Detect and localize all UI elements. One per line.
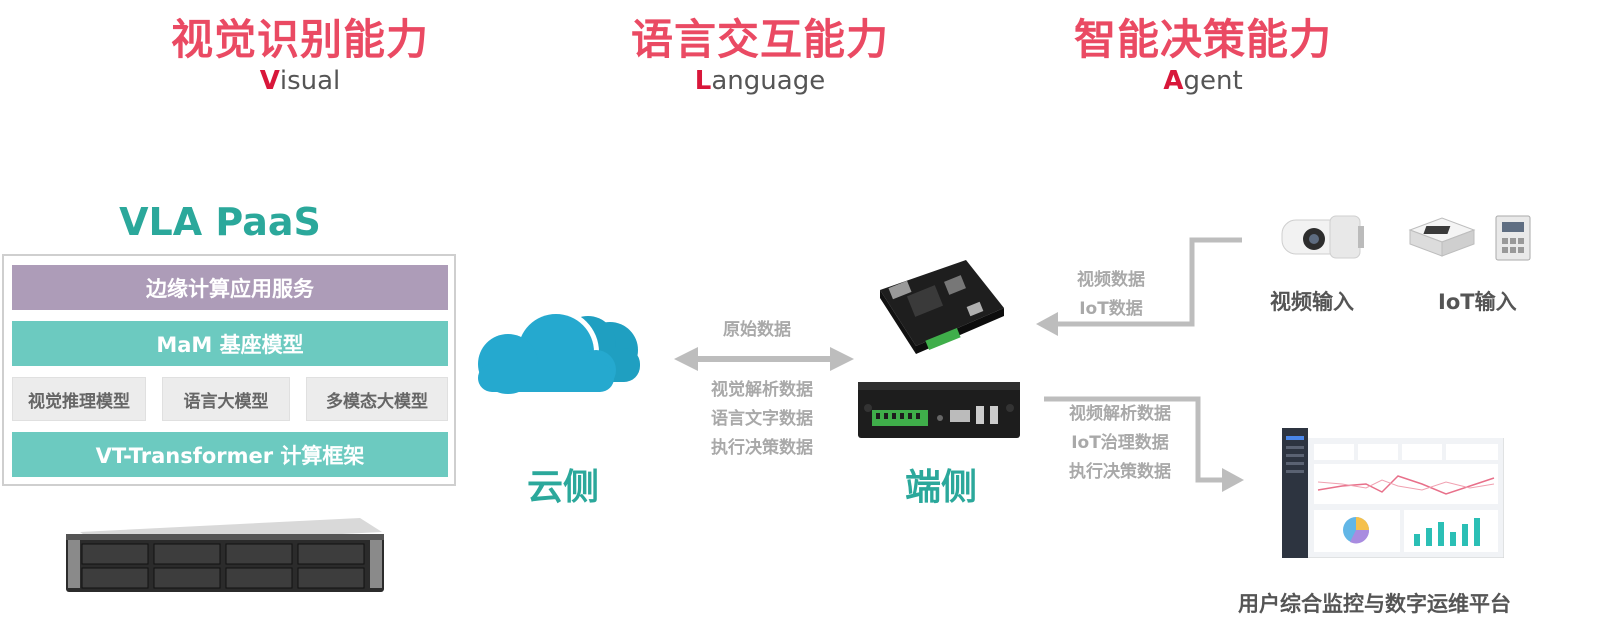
layer-compute-framework: VT-Transformer 计算框架 xyxy=(12,432,448,477)
subtitle-rest: anguage xyxy=(711,66,826,96)
capability-title-agent: 智能决策能力 xyxy=(1073,15,1332,64)
dashboard-screenshot-image xyxy=(1282,428,1504,558)
paas-title: VLA PaaS xyxy=(119,200,321,244)
output-arrow-icon xyxy=(1044,396,1244,492)
dev-board-image xyxy=(880,260,1004,354)
cloud-edge-data-list: 视觉解析数据 语言文字数据 执行决策数据 xyxy=(700,376,824,463)
model-language-large: 语言大模型 xyxy=(162,377,290,421)
iot-panel-icon xyxy=(1495,215,1531,261)
bidirectional-arrow-icon xyxy=(674,347,854,371)
input-arrow-icon xyxy=(1036,237,1242,336)
iot-input-label: IoT输入 xyxy=(1438,290,1517,314)
capability-subtitle-agent: Agent xyxy=(1043,66,1363,96)
input-data-list: 视频数据 IoT数据 xyxy=(1056,266,1166,324)
visual-parsed-data-label: 视觉解析数据 xyxy=(711,380,813,400)
initial-letter: L xyxy=(694,66,712,96)
subtitle-rest: isual xyxy=(279,66,341,96)
language-text-data-label: 语言文字数据 xyxy=(711,409,813,429)
video-input-label: 视频输入 xyxy=(1270,290,1354,314)
capability-title-language: 语言交互能力 xyxy=(630,15,889,64)
iot-data-label: IoT数据 xyxy=(1079,299,1143,319)
capability-subtitle-visual: Visual xyxy=(140,66,460,96)
model-visual-reasoning: 视觉推理模型 xyxy=(12,377,146,421)
capability-subtitle-language: Language xyxy=(600,66,920,96)
decision-data-label: 执行决策数据 xyxy=(711,438,813,458)
capability-title-visual: 视觉识别能力 xyxy=(170,15,429,64)
initial-letter: V xyxy=(259,66,280,96)
iot-governance-data-label: IoT治理数据 xyxy=(1071,433,1169,453)
edge-box-device-image xyxy=(858,382,1020,438)
cloud-side-label: 云侧 xyxy=(527,467,600,508)
camera-icon xyxy=(1281,215,1364,259)
subtitle-rest: gent xyxy=(1183,66,1243,96)
initial-letter: A xyxy=(1163,66,1184,96)
video-data-label: 视频数据 xyxy=(1077,270,1145,290)
paas-stack: 边缘计算应用服务 MaM 基座模型 视觉推理模型 语言大模型 多模态大模型 VT… xyxy=(2,254,456,486)
edge-side-label: 端侧 xyxy=(905,467,978,508)
rack-server-image xyxy=(66,518,384,592)
raw-data-label: 原始数据 xyxy=(723,320,791,340)
model-multimodal-large: 多模态大模型 xyxy=(306,377,448,421)
layer-base-model: MaM 基座模型 xyxy=(12,321,448,366)
layer-edge-app-service: 边缘计算应用服务 xyxy=(12,265,448,310)
cloud-icon xyxy=(474,309,640,398)
output-data-list: 视频解析数据 IoT治理数据 执行决策数据 xyxy=(1058,400,1182,487)
platform-label: 用户综合监控与数字运维平台 xyxy=(1238,592,1511,616)
output-decision-data-label: 执行决策数据 xyxy=(1069,462,1171,482)
air-conditioner-icon xyxy=(1408,217,1476,257)
video-parsed-data-label: 视频解析数据 xyxy=(1069,404,1171,424)
